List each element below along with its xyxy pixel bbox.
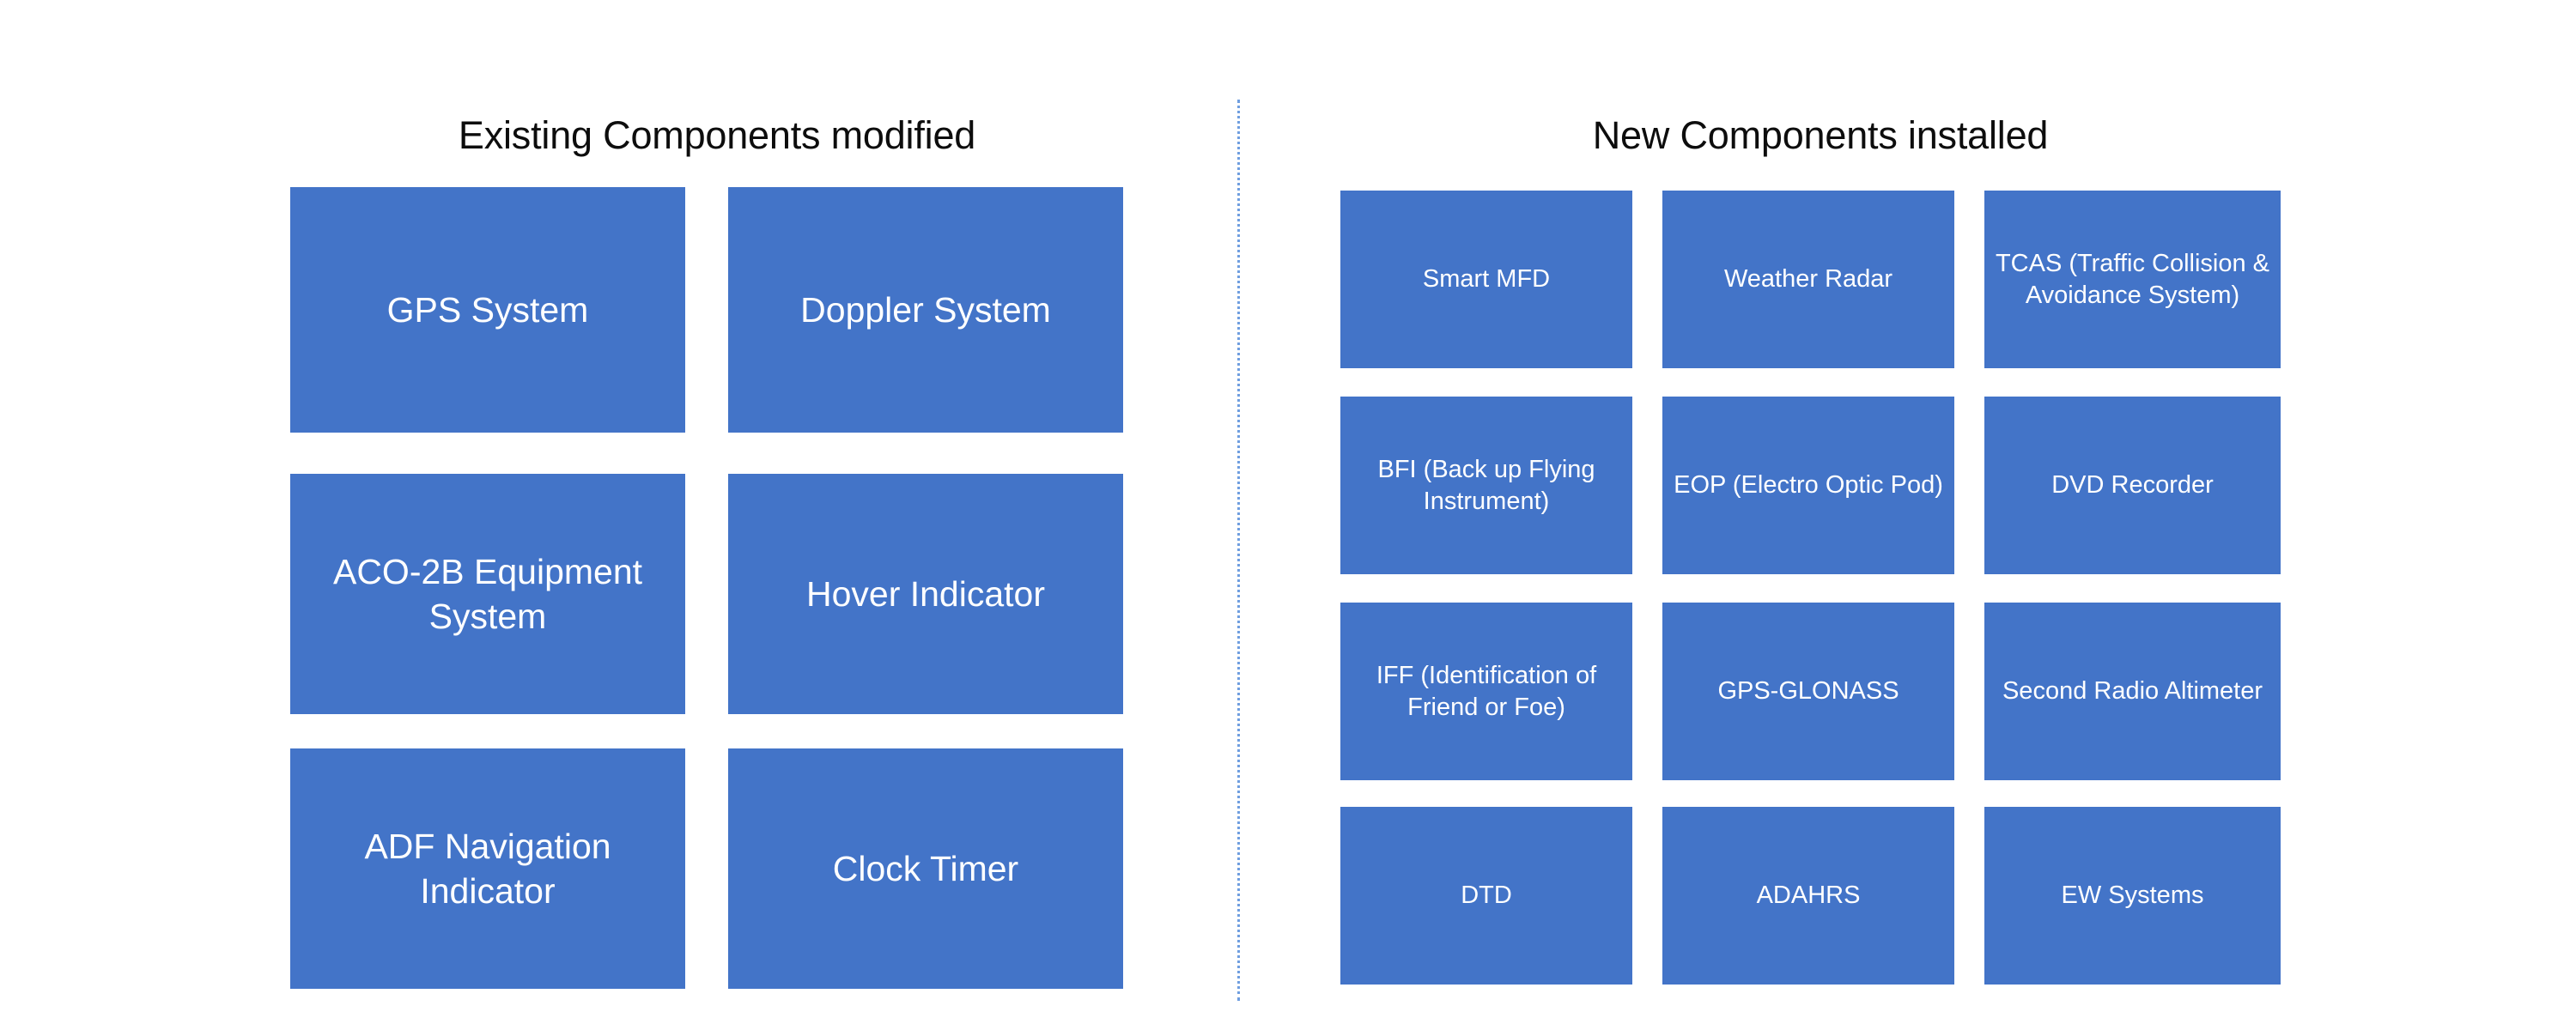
component-box-clock-timer[interactable]: Clock Timer bbox=[728, 748, 1123, 989]
component-label: GPS System bbox=[386, 290, 589, 330]
component-box-bfi[interactable]: BFI (Back up Flying Instrument) bbox=[1340, 397, 1632, 574]
new-components-panel: New Components installed Smart MFD Weath… bbox=[1236, 0, 2576, 1030]
section-divider bbox=[1237, 100, 1240, 1001]
component-label: Doppler System bbox=[800, 290, 1051, 330]
component-box-ew-systems[interactable]: EW Systems bbox=[1984, 807, 2281, 985]
component-box-adahrs[interactable]: ADAHRS bbox=[1662, 807, 1954, 985]
component-label: ADAHRS bbox=[1756, 882, 1861, 909]
component-label: Second Radio Altimeter bbox=[2002, 677, 2263, 705]
component-box-tcas[interactable]: TCAS (Traffic Collision & Avoidance Syst… bbox=[1984, 191, 2281, 368]
component-box-hover-indicator[interactable]: Hover Indicator bbox=[728, 474, 1123, 714]
component-box-smart-mfd[interactable]: Smart MFD bbox=[1340, 191, 1632, 368]
component-label: DVD Recorder bbox=[2051, 471, 2214, 499]
component-box-dvd-recorder[interactable]: DVD Recorder bbox=[1984, 397, 2281, 574]
component-label: IFF (Identification of Friend or Foe) bbox=[1376, 661, 1597, 721]
component-box-weather-radar[interactable]: Weather Radar bbox=[1662, 191, 1954, 368]
component-label: ACO-2B Equipment System bbox=[332, 552, 643, 636]
component-label: Weather Radar bbox=[1723, 265, 1893, 293]
component-label: TCAS (Traffic Collision & Avoidance Syst… bbox=[1995, 249, 2270, 309]
component-box-doppler-system[interactable]: Doppler System bbox=[728, 187, 1123, 433]
component-box-gps-system[interactable]: GPS System bbox=[290, 187, 685, 433]
component-box-adf-navigation-indicator[interactable]: ADF Navigation Indicator bbox=[290, 748, 685, 989]
component-label: Clock Timer bbox=[832, 849, 1019, 888]
existing-components-panel: Existing Components modified GPS System … bbox=[0, 0, 1236, 1030]
component-label: Smart MFD bbox=[1422, 265, 1551, 293]
component-box-gps-glonass[interactable]: GPS-GLONASS bbox=[1662, 603, 1954, 780]
component-label: EW Systems bbox=[2061, 882, 2204, 909]
component-box-second-radio-altimeter[interactable]: Second Radio Altimeter bbox=[1984, 603, 2281, 780]
component-label: EOP (Electro Optic Pod) bbox=[1674, 471, 1943, 499]
component-label: BFI (Back up Flying Instrument) bbox=[1377, 455, 1595, 515]
component-label: GPS-GLONASS bbox=[1717, 677, 1899, 705]
new-components-heading: New Components installed bbox=[1592, 113, 2049, 157]
component-box-eop[interactable]: EOP (Electro Optic Pod) bbox=[1662, 397, 1954, 574]
component-label: DTD bbox=[1461, 882, 1512, 909]
component-label: ADF Navigation Indicator bbox=[364, 827, 611, 911]
component-box-iff[interactable]: IFF (Identification of Friend or Foe) bbox=[1340, 603, 1632, 780]
component-box-aco-2b-equipment-system[interactable]: ACO-2B Equipment System bbox=[290, 474, 685, 714]
component-box-dtd[interactable]: DTD bbox=[1340, 807, 1632, 985]
existing-components-heading: Existing Components modified bbox=[458, 113, 976, 157]
component-label: Hover Indicator bbox=[805, 574, 1045, 614]
